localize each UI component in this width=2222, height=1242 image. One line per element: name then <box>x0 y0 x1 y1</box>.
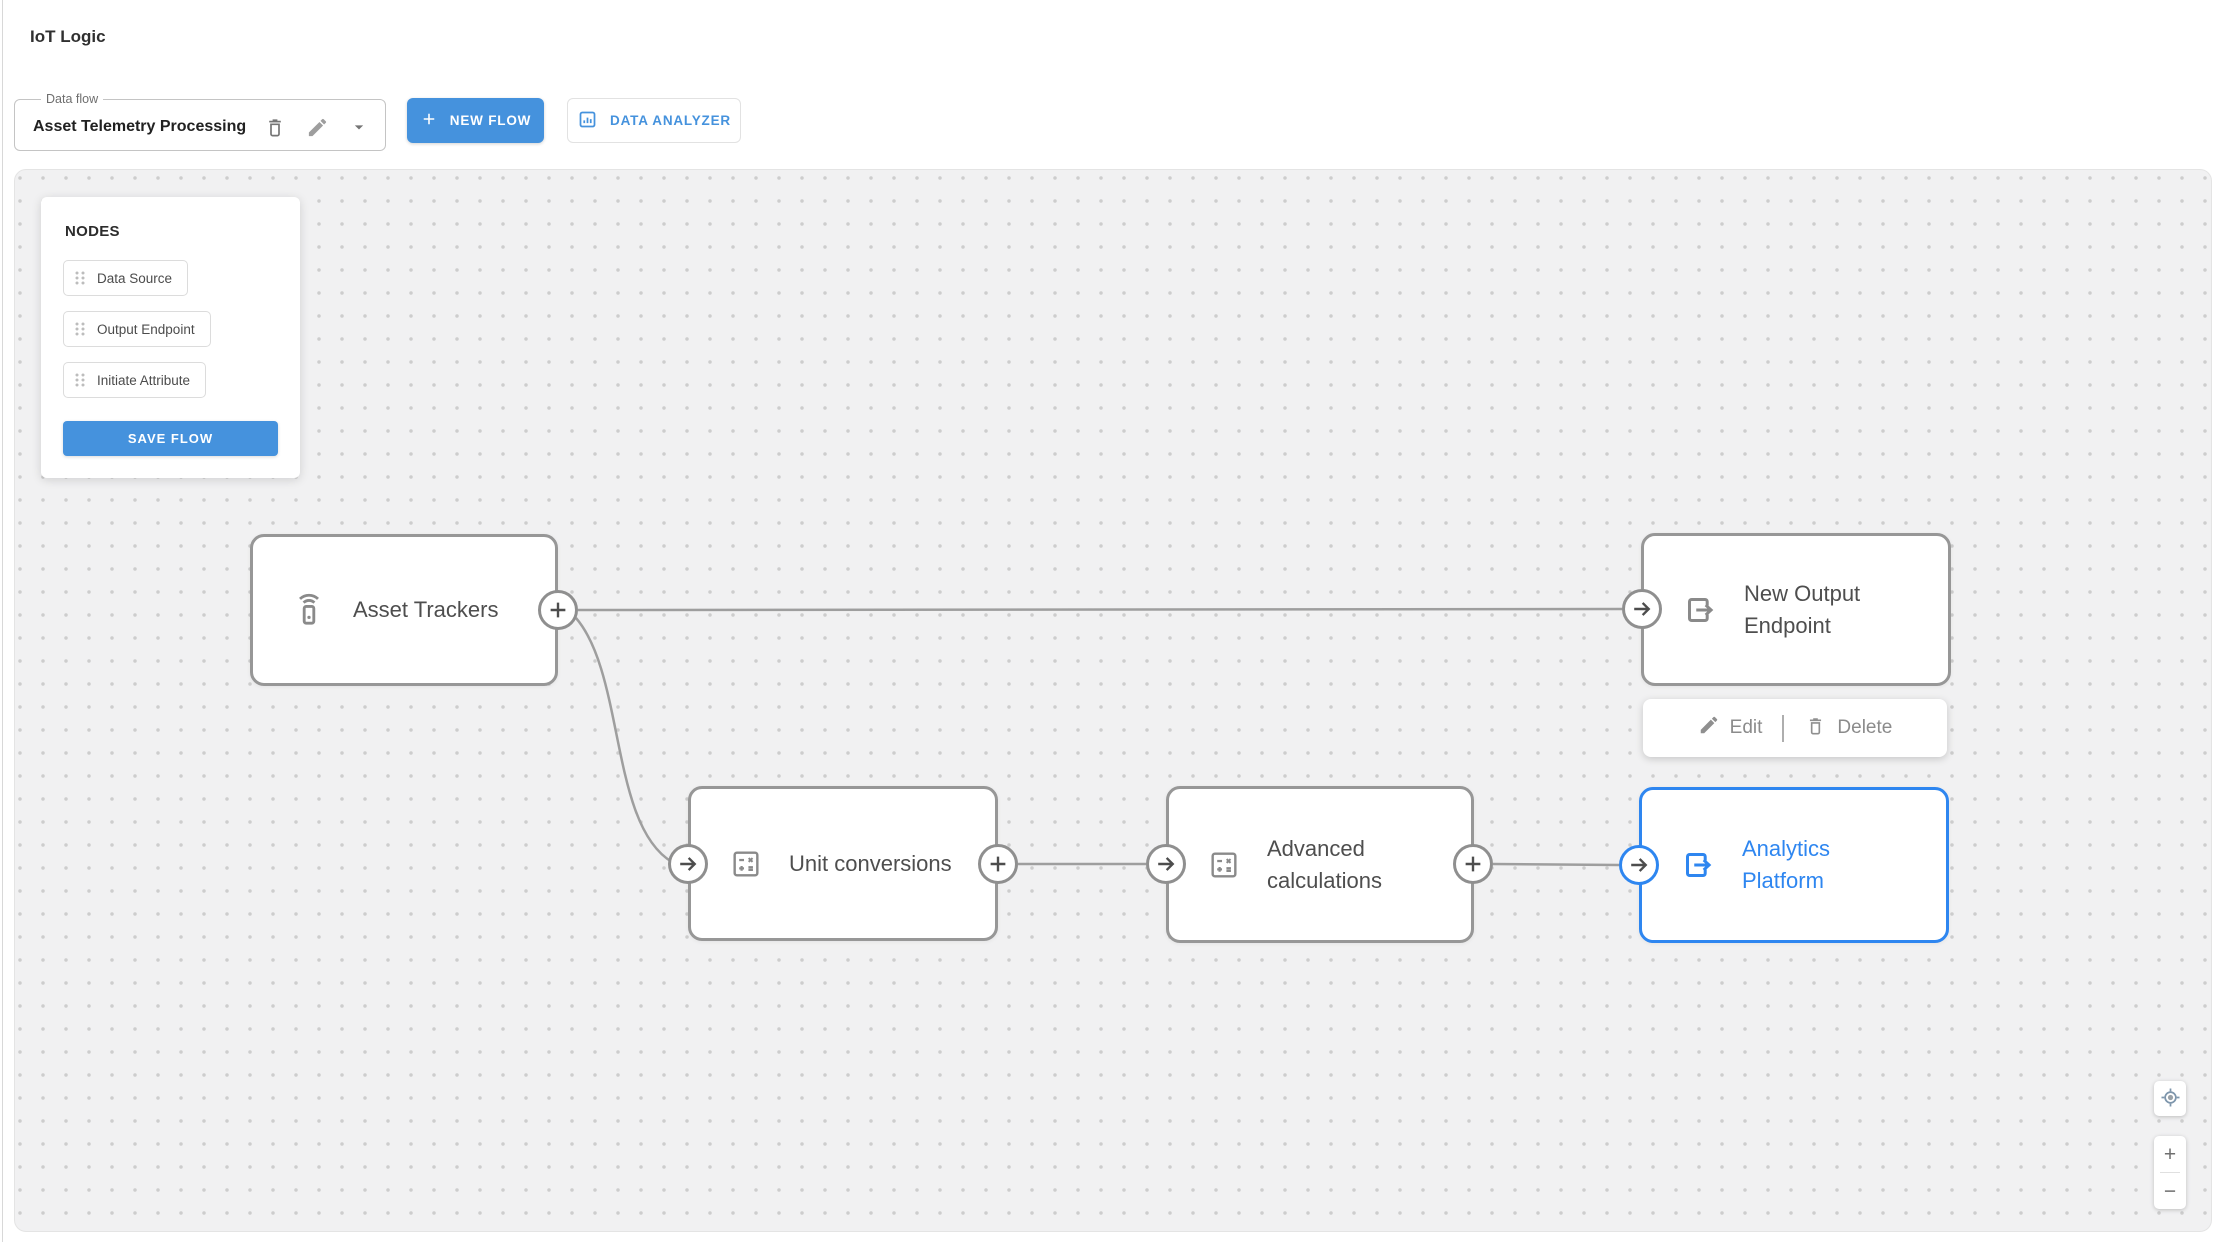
data-flow-label: Data flow <box>46 92 99 106</box>
flow-node-advanced-calculations[interactable]: Advanced calculations <box>1166 786 1474 943</box>
calculator-icon <box>729 847 763 881</box>
pencil-icon <box>1698 714 1720 742</box>
edge-asset-trackers-to-unit-conversions <box>575 617 673 864</box>
delete-flow-button[interactable] <box>257 109 293 145</box>
plus-icon <box>420 110 438 131</box>
plus-icon <box>1460 851 1486 877</box>
plus-icon <box>985 851 1011 877</box>
zoom-in-button[interactable]: + <box>2154 1136 2186 1172</box>
data-flow-value: Asset Telemetry Processing <box>33 118 247 135</box>
flow-node-label: New Output Endpoint <box>1744 580 1861 638</box>
fit-view-button[interactable] <box>2154 1081 2186 1116</box>
calculator-icon <box>1207 848 1241 882</box>
pencil-icon <box>306 116 329 139</box>
nodes-panel-title: NODES <box>65 223 120 240</box>
edit-flow-button[interactable] <box>299 109 335 145</box>
trash-icon <box>1804 714 1827 743</box>
data-analyzer-label: DATA ANALYZER <box>610 113 731 128</box>
palette-item-initiate-attribute[interactable]: Initiate Attribute <box>63 362 207 398</box>
flow-dropdown-button[interactable] <box>341 109 377 145</box>
output-endpoint-icon <box>1682 592 1718 628</box>
gps-fixed-icon <box>2159 1086 2182 1112</box>
drag-handle-icon <box>72 371 88 389</box>
arrow-right-icon <box>1626 852 1652 878</box>
flow-node-new-output-endpoint[interactable]: New Output Endpoint <box>1641 533 1951 686</box>
palette-item-output-endpoint[interactable]: Output Endpoint <box>63 311 211 347</box>
zoom-controls: + − <box>2154 1136 2186 1209</box>
connector-in-advanced-calculations[interactable] <box>1146 844 1186 884</box>
content-left-divider <box>2 0 3 1242</box>
connector-add-advanced-calculations[interactable] <box>1453 844 1493 884</box>
zoom-controls-divider <box>2160 1172 2180 1173</box>
flow-canvas[interactable]: NODES Data Source Output Endpoint Initia… <box>14 169 2212 1232</box>
edge-asset-trackers-to-new-output-endpoint <box>577 607 1623 612</box>
connector-add-unit-conversions[interactable] <box>978 844 1018 884</box>
delete-node-button[interactable]: Delete <box>1804 714 1892 743</box>
flow-node-label: Unit conversions <box>789 850 952 876</box>
new-flow-button[interactable]: NEW FLOW <box>407 98 544 143</box>
flow-node-label: Advanced calculations <box>1267 835 1382 893</box>
page-title: IoT Logic <box>30 27 106 47</box>
drag-handle-icon <box>72 269 88 287</box>
palette-item-label: Initiate Attribute <box>97 372 191 388</box>
arrow-right-icon <box>675 851 701 877</box>
data-analyzer-button[interactable]: DATA ANALYZER <box>567 98 741 143</box>
nodes-panel: NODES Data Source Output Endpoint Initia… <box>41 197 300 478</box>
trash-icon <box>263 115 287 139</box>
data-flow-select[interactable]: Data flow Asset Telemetry Processing <box>14 92 386 151</box>
zoom-out-button[interactable]: − <box>2154 1173 2186 1209</box>
drag-handle-icon <box>72 320 88 338</box>
edge-advanced-calculations-to-analytics-platform <box>1492 862 1620 867</box>
palette-item-data-source[interactable]: Data Source <box>63 260 189 296</box>
flow-node-label: Asset Trackers <box>353 597 499 623</box>
plus-icon <box>545 597 571 623</box>
caret-down-icon <box>349 117 369 137</box>
flow-node-asset-trackers[interactable]: Asset Trackers <box>250 534 558 686</box>
flow-node-label: Analytics Platform <box>1742 836 1831 893</box>
analytics-icon <box>577 109 598 133</box>
output-endpoint-icon <box>1680 847 1716 883</box>
flow-node-unit-conversions[interactable]: Unit conversions <box>688 786 998 941</box>
edit-node-button[interactable]: Edit <box>1698 714 1763 742</box>
connector-in-analytics-platform[interactable] <box>1619 845 1659 885</box>
arrow-right-icon <box>1153 851 1179 877</box>
edit-label: Edit <box>1729 717 1763 738</box>
connector-in-unit-conversions[interactable] <box>668 844 708 884</box>
node-context-menu: Edit Delete <box>1643 699 1947 757</box>
flow-node-analytics-platform[interactable]: Analytics Platform <box>1639 787 1949 943</box>
delete-label: Delete <box>1837 717 1893 738</box>
connector-in-new-output-endpoint[interactable] <box>1622 589 1662 629</box>
connector-add-asset-trackers[interactable] <box>538 590 578 630</box>
device-tracker-icon <box>291 592 327 628</box>
save-flow-button[interactable]: SAVE FLOW <box>63 421 278 456</box>
context-menu-divider <box>1782 714 1785 742</box>
new-flow-label: NEW FLOW <box>449 113 532 128</box>
palette-item-label: Data Source <box>97 270 173 286</box>
arrow-right-icon <box>1629 596 1655 622</box>
palette-item-label: Output Endpoint <box>97 321 195 337</box>
